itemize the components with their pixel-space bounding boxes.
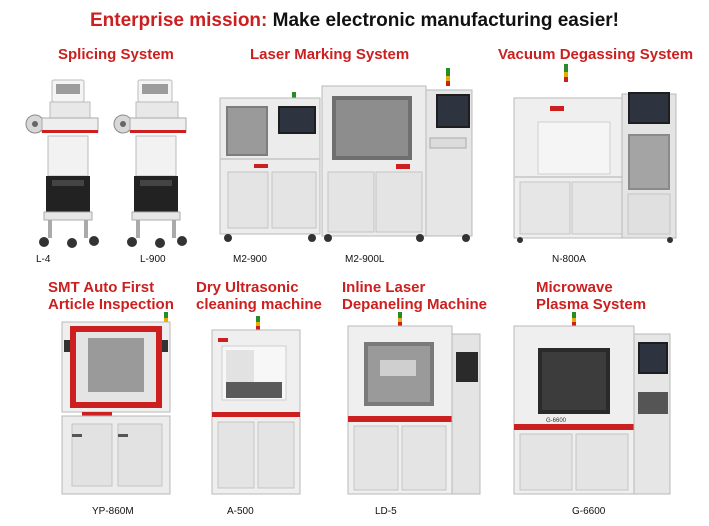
section-title-splicing: Splicing System: [58, 46, 174, 63]
caption-yp860m: YP-860M: [92, 506, 134, 517]
caption-n800a: N-800A: [552, 254, 586, 265]
splicing-machine-l900-image: [113, 79, 187, 248]
microwave-plasma-g6600-image: G-6600: [513, 312, 671, 495]
mission-heading: Enterprise mission: Make electronic manu…: [0, 9, 709, 33]
section-title-smt-line2: Article Inspection: [48, 296, 174, 313]
splicing-machine-l4-image: [25, 79, 99, 248]
caption-m2-900: M2-900: [233, 254, 267, 265]
laser-marker-m2-900l-image: [321, 68, 473, 242]
section-title-depaneling-line1: Inline Laser: [342, 279, 426, 296]
caption-m2-900l: M2-900L: [345, 254, 385, 265]
caption-l900: L-900: [140, 254, 166, 265]
section-title-smt-line1: SMT Auto First: [48, 279, 155, 296]
smt-inspection-yp860m-image: [61, 312, 171, 495]
g6600-panel-label: G-6600: [546, 418, 567, 424]
section-title-laser-marking: Laser Marking System: [250, 46, 410, 63]
caption-l4: L-4: [36, 254, 51, 265]
caption-a500: A-500: [227, 506, 254, 517]
section-title-vacuum-degassing: Vacuum Degassing System: [498, 46, 694, 63]
section-title-ultrasonic-line2: cleaning machine: [196, 296, 322, 313]
mission-lead: Enterprise mission:: [89, 10, 268, 31]
section-title-plasma-line1: Microwave: [536, 279, 613, 296]
caption-g6600: G-6600: [572, 506, 606, 517]
section-title-plasma-line2: Plasma System: [536, 296, 647, 313]
laser-marker-m2-900-image: [219, 92, 321, 242]
mission-text: Make electronic manufacturing easier!: [272, 10, 619, 31]
dry-ultrasonic-a500-image: [211, 316, 301, 495]
section-title-depaneling-line2: Depaneling Machine: [342, 296, 488, 313]
inline-laser-depaneling-ld5-image: [347, 312, 481, 495]
caption-ld5: LD-5: [375, 506, 397, 517]
section-title-ultrasonic-line1: Dry Ultrasonic: [196, 279, 299, 296]
vacuum-degassing-n800a-image: [513, 64, 677, 243]
